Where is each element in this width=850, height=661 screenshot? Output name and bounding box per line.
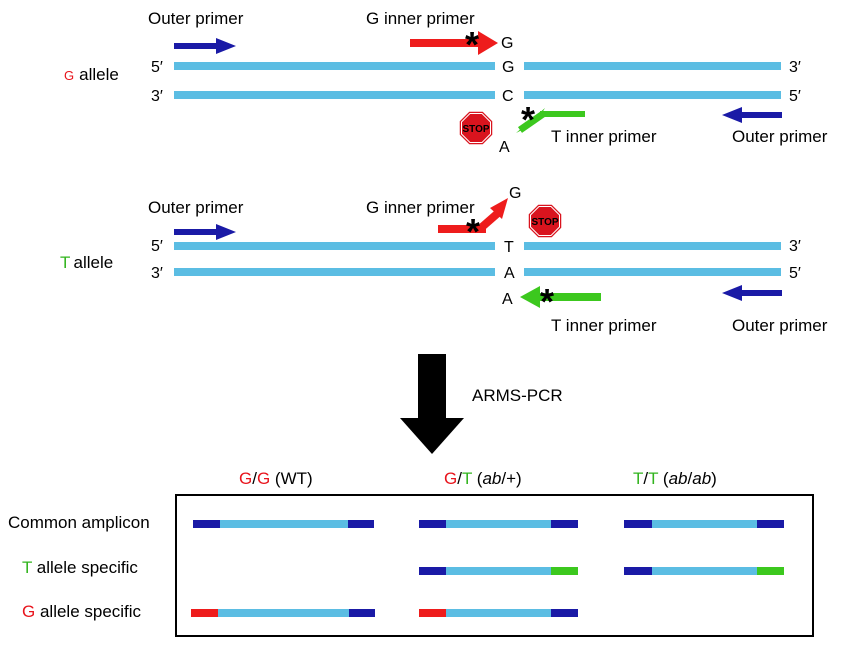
genotype-header-wt: G/G (WT) [239, 469, 313, 488]
outer-primer-label-top-left: Outer primer [148, 9, 244, 28]
mismatch-asterisk: * [465, 24, 479, 65]
outer-primer-forward-arrow [174, 38, 236, 54]
svg-text:STOP: STOP [531, 217, 558, 228]
band-g-specific-wt [191, 609, 375, 617]
t-inner-primer-arrow [520, 286, 601, 308]
svg-text:STOP: STOP [462, 124, 489, 135]
top-strand-right [524, 62, 781, 70]
three-prime-label: 3′ [151, 265, 163, 282]
outer-primer-label-bottom-right: Outer primer [732, 316, 828, 335]
g-primer-tip-base: G [501, 35, 513, 52]
five-prime-label: 5′ [789, 265, 801, 282]
bottom-strand-right [524, 91, 781, 99]
g-inner-primer-arrow [438, 198, 508, 233]
stop-sign-icon: STOP [458, 110, 494, 146]
top-strand-base: G [502, 59, 514, 76]
band-t-specific-het [419, 567, 578, 575]
band-t-specific-hom [624, 567, 784, 575]
mismatch-asterisk: * [540, 281, 554, 322]
results-box [175, 494, 814, 637]
bottom-strand-right [524, 268, 781, 276]
five-prime-label: 5′ [151, 238, 163, 255]
t-primer-tip-base: A [499, 139, 510, 156]
g-inner-primer-label: G inner primer [366, 198, 475, 217]
bottom-strand-base: A [504, 265, 515, 282]
five-prime-label: 5′ [789, 88, 801, 105]
top-strand-left [174, 242, 495, 250]
process-arrow [400, 354, 464, 454]
t-inner-primer-label: T inner primer [551, 316, 657, 335]
genotype-header-hom: T/T (ab/ab) [633, 469, 717, 488]
top-strand-base: T [504, 239, 514, 256]
genotype-headers: G/G (WT) G/T (ab/+) T/T (ab/ab) [239, 469, 717, 488]
row-label-common-amplicon: Common amplicon [8, 513, 150, 532]
band-common-hom [624, 520, 784, 528]
band-common-het [419, 520, 578, 528]
three-prime-label: 3′ [789, 59, 801, 76]
stop-sign-icon: STOP [527, 203, 563, 239]
top-strand-right [524, 242, 781, 250]
outer-primer-forward-arrow [174, 224, 236, 240]
t-inner-primer-arrow [516, 108, 585, 133]
outer-primer-label-bottom-right: Outer primer [732, 127, 828, 146]
outer-primer-label-top-left: Outer primer [148, 198, 244, 217]
bottom-strand-base: C [502, 88, 514, 105]
process-label: ARMS-PCR [472, 386, 563, 405]
band-g-specific-het [419, 609, 578, 617]
three-prime-label: 3′ [151, 88, 163, 105]
band-common-wt [193, 520, 374, 528]
mismatch-asterisk: * [521, 99, 535, 140]
mismatch-asterisk: * [466, 211, 480, 252]
three-prime-label: 3′ [789, 238, 801, 255]
row-label-g-allele-specific: G allele specific [22, 602, 142, 621]
outer-primer-reverse-arrow [722, 107, 782, 123]
bottom-strand-left [174, 91, 495, 99]
top-strand-left [174, 62, 495, 70]
five-prime-label: 5′ [151, 59, 163, 76]
g-inner-primer-label: G inner primer [366, 9, 475, 28]
bottom-strand-left [174, 268, 495, 276]
g-primer-tip-base: G [509, 185, 521, 202]
g-inner-primer-arrow [410, 31, 498, 55]
t-primer-tip-base: A [502, 291, 513, 308]
t-inner-primer-label: T inner primer [551, 127, 657, 146]
outer-primer-reverse-arrow [722, 285, 782, 301]
genotype-header-het: G/T (ab/+) [444, 469, 522, 488]
row-label-t-allele-specific: T allele specific [22, 558, 138, 577]
